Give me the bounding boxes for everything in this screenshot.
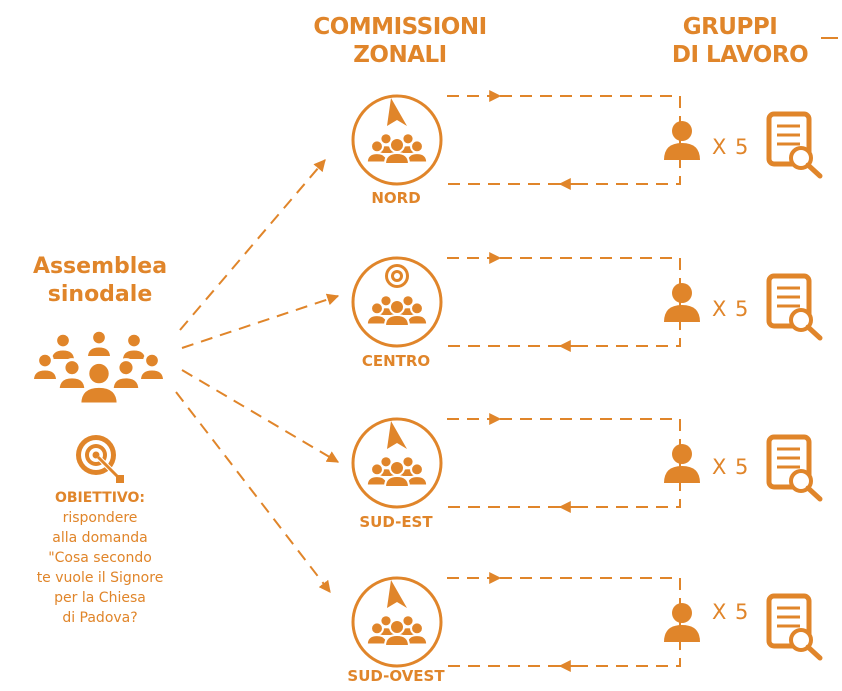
zone-node-nord [351,94,443,186]
crowd-icon [30,328,167,406]
objective-line: rispondere [62,510,138,526]
zone-loop-centro [447,252,681,352]
document-search-icon [766,434,823,502]
zone-label-centro: CENTRO [361,352,431,370]
assembly-title-line2: sinodale [47,282,153,307]
zone-node-sud-est [351,417,443,509]
zone-label-sud-est: SUD-EST [359,513,433,531]
objective-title: OBIETTIVO: [54,490,146,506]
assembly-connectors [175,159,340,593]
groups-header-line1: GRUPPI [682,14,778,40]
objective-line: alla domanda [52,530,148,546]
connector-nord [179,159,326,331]
zone-label-sud-ovest: SUD-OVEST [347,667,445,685]
compass-arrow-icon [387,98,407,126]
compass-arrow-icon [387,580,407,608]
document-search-icon [766,273,823,341]
groups-header-line2: DI LAVORO [671,42,809,68]
objective-line: "Cosa secondo [48,550,152,566]
multiplier-sud-est: X 5 [712,455,750,479]
crowd-icon [365,132,429,165]
zone-loop-sud-est [447,413,681,513]
connector-centro [181,293,340,349]
zone-loop-sud-ovest [447,572,681,672]
multiplier-nord: X 5 [712,135,750,159]
multiplier-sud-ovest: X 5 [712,600,750,624]
zone-label-nord: NORD [371,189,421,207]
person-icon [664,603,700,642]
person-icon [664,283,700,322]
target-icon [385,264,409,288]
document-search-icon [766,111,823,179]
crowd-icon [365,294,429,327]
connector-sud-ovest [175,391,331,593]
zone-loop-nord [447,90,681,190]
commissions-header-line2: ZONALI [353,42,447,68]
document-search-icon [766,593,823,661]
connector-sud-est [181,369,340,463]
multiplier-centro: X 5 [712,297,750,321]
target-icon [76,435,124,483]
zone-node-sud-ovest [351,576,443,668]
assembly-title-line1: Assemblea [32,254,168,279]
crowd-icon [365,614,429,647]
objective-line: te vuole il Signore [36,570,164,586]
zone-node-centro [351,256,443,348]
objective-line: per la Chiesa [54,590,146,606]
objective-line: di Padova? [62,610,138,626]
crowd-icon [365,455,429,488]
person-icon [664,121,700,160]
compass-arrow-icon [387,421,407,449]
person-icon [664,444,700,483]
commissions-header-line1: COMMISSIONI [313,14,487,40]
